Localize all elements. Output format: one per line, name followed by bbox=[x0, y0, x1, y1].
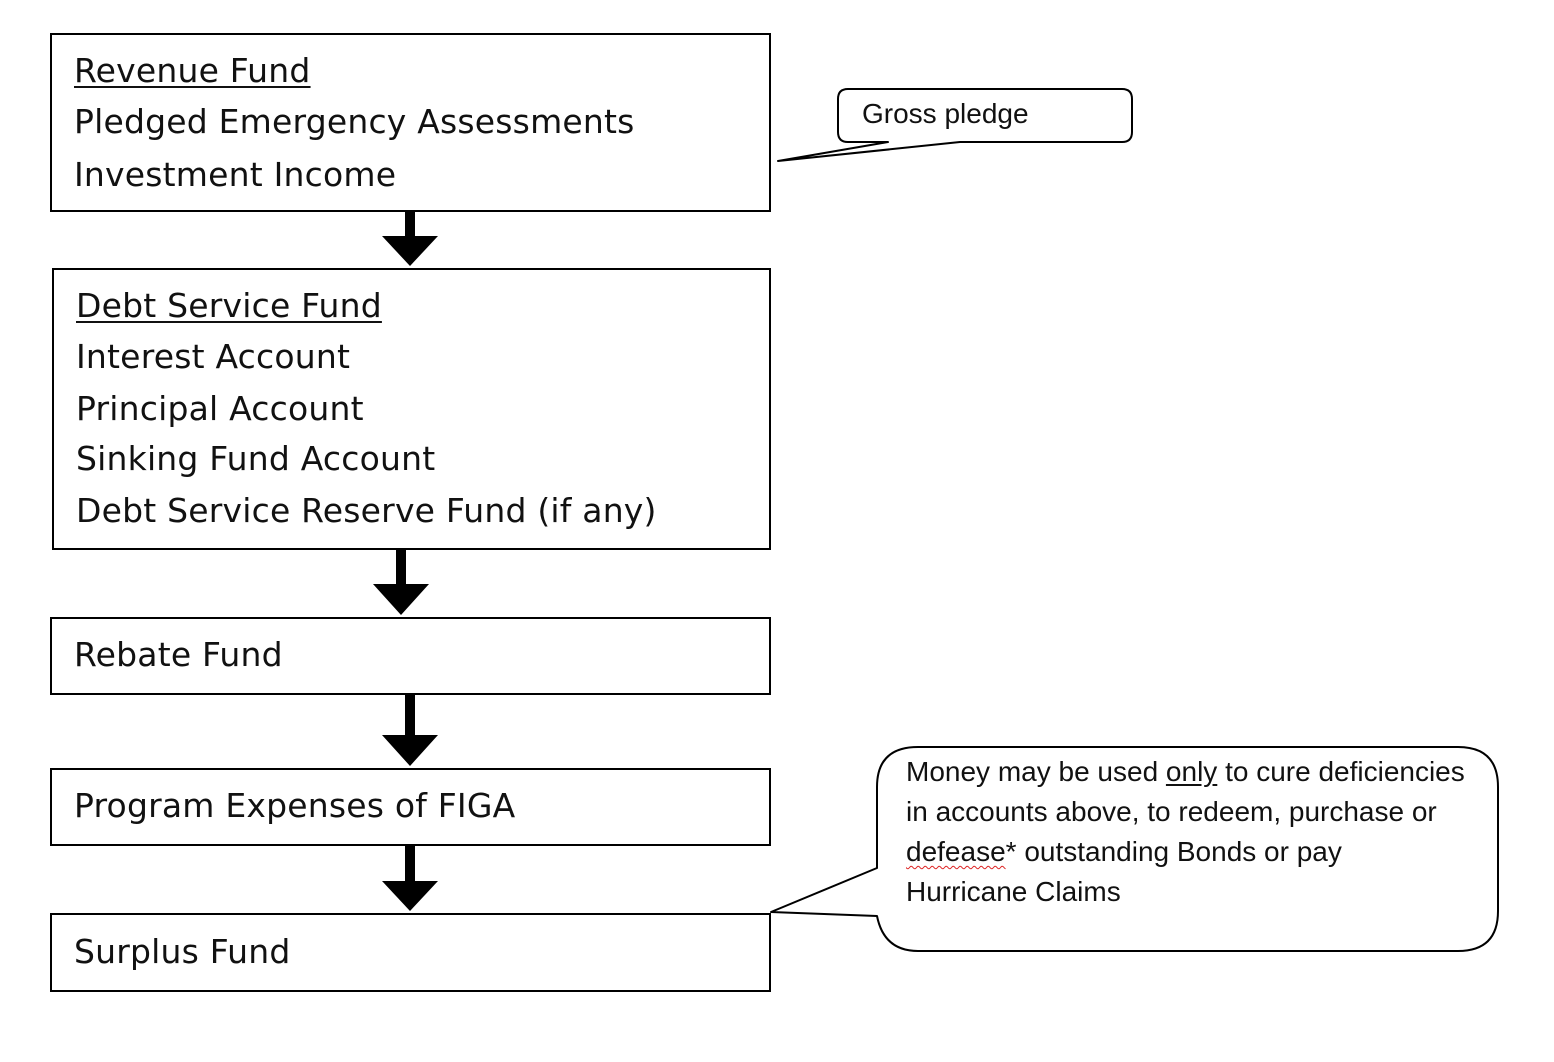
gross-pledge-callout-shape bbox=[777, 88, 1133, 162]
surplus-note-callout-shape bbox=[770, 746, 1499, 952]
gross-pledge-callout-text: Gross pledge bbox=[862, 98, 1029, 129]
surplus-note-part2: to cure deficiencies in accounts above, … bbox=[906, 756, 1465, 827]
surplus-note-part1: Money may be used bbox=[906, 756, 1166, 787]
surplus-fund-box: Surplus Fund bbox=[50, 913, 771, 992]
surplus-note-emphasis: only bbox=[1165, 756, 1218, 787]
investment-income-label: Investment Income bbox=[74, 155, 397, 194]
pledged-emergency-assessments-label: Pledged Emergency Assessments bbox=[74, 102, 635, 141]
sinking-fund-account-label: Sinking Fund Account bbox=[76, 439, 436, 478]
rebate-fund-title: Rebate Fund bbox=[74, 635, 283, 674]
revenue-fund-box: Revenue Fund Pledged Emergency Assessmen… bbox=[50, 33, 771, 212]
debt-service-fund-box: Debt Service Fund Interest Account Princ… bbox=[52, 268, 771, 550]
debt-service-reserve-fund-label: Debt Service Reserve Fund (if any) bbox=[76, 491, 657, 530]
principal-account-label: Principal Account bbox=[76, 389, 364, 428]
debt-service-fund-title: Debt Service Fund bbox=[76, 286, 382, 325]
surplus-note-flagged-word: defease bbox=[906, 836, 1006, 867]
arrow-program-to-surplus bbox=[382, 846, 438, 911]
arrow-rebate-to-program bbox=[382, 695, 438, 766]
surplus-note-part3: * outstanding Bonds or pay Hurricane Cla… bbox=[906, 836, 1342, 907]
arrow-debt-to-rebate bbox=[373, 550, 429, 615]
program-expenses-title: Program Expenses of FIGA bbox=[74, 786, 516, 825]
surplus-note-callout-text: Money may be used only to cure deficienc… bbox=[906, 752, 1466, 912]
arrow-revenue-to-debt bbox=[382, 212, 438, 266]
revenue-fund-title: Revenue Fund bbox=[74, 51, 311, 90]
program-expenses-box: Program Expenses of FIGA bbox=[50, 768, 771, 846]
surplus-fund-title: Surplus Fund bbox=[74, 932, 291, 971]
interest-account-label: Interest Account bbox=[76, 337, 351, 376]
rebate-fund-box: Rebate Fund bbox=[50, 617, 771, 695]
